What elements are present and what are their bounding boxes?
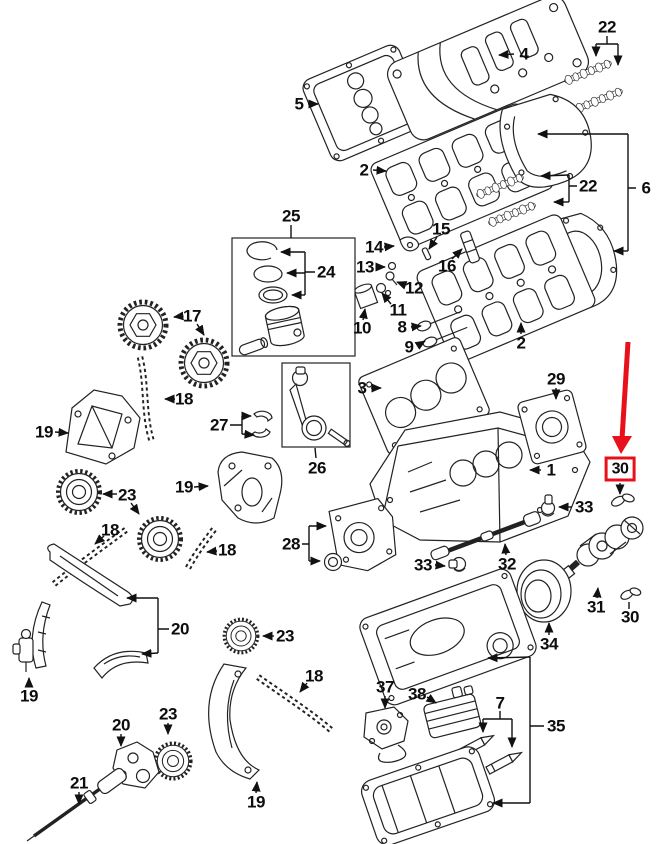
callout-24[interactable]: 24 — [317, 262, 335, 282]
callout-15[interactable]: 15 — [432, 219, 450, 239]
callout-18[interactable]: 18 — [305, 666, 323, 686]
callout-10[interactable]: 10 — [353, 318, 371, 338]
callout-26[interactable]: 26 — [308, 458, 326, 478]
callout-12[interactable]: 12 — [405, 278, 423, 298]
callout-29[interactable]: 29 — [547, 369, 565, 389]
oil-pump — [328, 497, 397, 572]
timing-chain — [136, 356, 156, 443]
callout-23[interactable]: 23 — [159, 704, 177, 724]
mount-bolt — [485, 751, 524, 775]
chain-tensioner-pad — [448, 556, 467, 572]
chain-guide — [208, 663, 261, 780]
callout-11[interactable]: 11 — [389, 300, 407, 320]
lower-oil-pan — [360, 746, 496, 844]
engine-bracket — [217, 451, 283, 524]
callout-9[interactable]: 9 — [404, 337, 414, 357]
upper-oil-pan — [359, 568, 537, 706]
callout-23[interactable]: 23 — [276, 626, 294, 646]
callout-21[interactable]: 21 — [70, 773, 88, 793]
valve-cover — [386, 0, 590, 141]
callout-16[interactable]: 16 — [438, 256, 456, 276]
callout-37[interactable]: 37 — [376, 677, 394, 697]
valve — [422, 326, 468, 348]
callout-6[interactable]: 6 — [641, 178, 651, 198]
callout-13[interactable]: 13 — [356, 257, 374, 277]
timing-chain — [256, 674, 334, 733]
crank-key — [620, 587, 642, 600]
timing-cover-upper — [499, 93, 592, 188]
rod-bearings — [251, 410, 273, 438]
callout-23[interactable]: 23 — [118, 485, 136, 505]
callout-2[interactable]: 2 — [359, 160, 369, 180]
callout-31[interactable]: 31 — [587, 597, 605, 617]
chain-tensioner — [363, 706, 409, 763]
connecting-rod — [289, 366, 328, 441]
callout-19[interactable]: 19 — [175, 477, 193, 497]
pump-seal — [323, 552, 343, 572]
callout-7[interactable]: 7 — [495, 693, 505, 713]
cylinder-head — [416, 214, 596, 364]
callout-22[interactable]: 22 — [579, 176, 597, 196]
callout-19[interactable]: 19 — [247, 792, 265, 812]
callout-38[interactable]: 38 — [408, 684, 426, 704]
callout-20[interactable]: 20 — [112, 715, 130, 735]
callout-19[interactable]: 19 — [35, 422, 53, 442]
callout-33[interactable]: 33 — [575, 497, 593, 517]
callout-5[interactable]: 5 — [294, 94, 304, 114]
chain-tensioner-pad — [540, 494, 556, 517]
crank-key — [610, 493, 635, 507]
highlight-arrow — [612, 341, 632, 454]
leader-lines — [24, 36, 636, 808]
rod-bolt — [327, 428, 351, 447]
piston — [264, 305, 305, 347]
callout-25[interactable]: 25 — [282, 206, 300, 226]
callout-18[interactable]: 18 — [101, 520, 119, 540]
drive-shaft — [26, 767, 127, 842]
callout-18[interactable]: 18 — [175, 389, 193, 409]
callout-2[interactable]: 2 — [516, 333, 526, 353]
callout-8[interactable]: 8 — [397, 317, 407, 337]
callout-17[interactable]: 17 — [183, 306, 201, 326]
callout-32[interactable]: 32 — [498, 554, 516, 574]
callout-18[interactable]: 18 — [218, 540, 236, 560]
callout-28[interactable]: 28 — [282, 534, 300, 554]
seal-carrier — [517, 389, 587, 465]
timing-chain — [51, 526, 129, 587]
chain-tensioner-arm — [12, 628, 34, 672]
callout-19[interactable]: 19 — [20, 686, 38, 706]
engine-bracket — [65, 389, 141, 465]
callout-3[interactable]: 3 — [357, 378, 367, 398]
callout-1[interactable]: 1 — [546, 460, 556, 480]
callout-27[interactable]: 27 — [210, 415, 228, 435]
callout-33[interactable]: 33 — [414, 555, 432, 575]
callout-30[interactable]: 30 — [621, 607, 639, 627]
connecting-rod-box — [281, 362, 351, 448]
timing-chain — [185, 526, 218, 570]
callout-14[interactable]: 14 — [365, 237, 383, 257]
callout-22[interactable]: 22 — [598, 17, 616, 37]
callout-34[interactable]: 34 — [540, 634, 558, 654]
balance-shaft — [430, 511, 542, 561]
callout-20[interactable]: 20 — [171, 619, 189, 639]
crankshaft — [556, 516, 644, 584]
callout-30-selected[interactable]: 30 — [604, 456, 636, 482]
callout-35[interactable]: 35 — [547, 716, 565, 736]
callout-4[interactable]: 4 — [519, 44, 529, 64]
piston-rings — [246, 241, 288, 304]
piston-pin — [238, 337, 269, 356]
oil-cooler — [423, 685, 482, 739]
chain-guide — [93, 650, 149, 679]
